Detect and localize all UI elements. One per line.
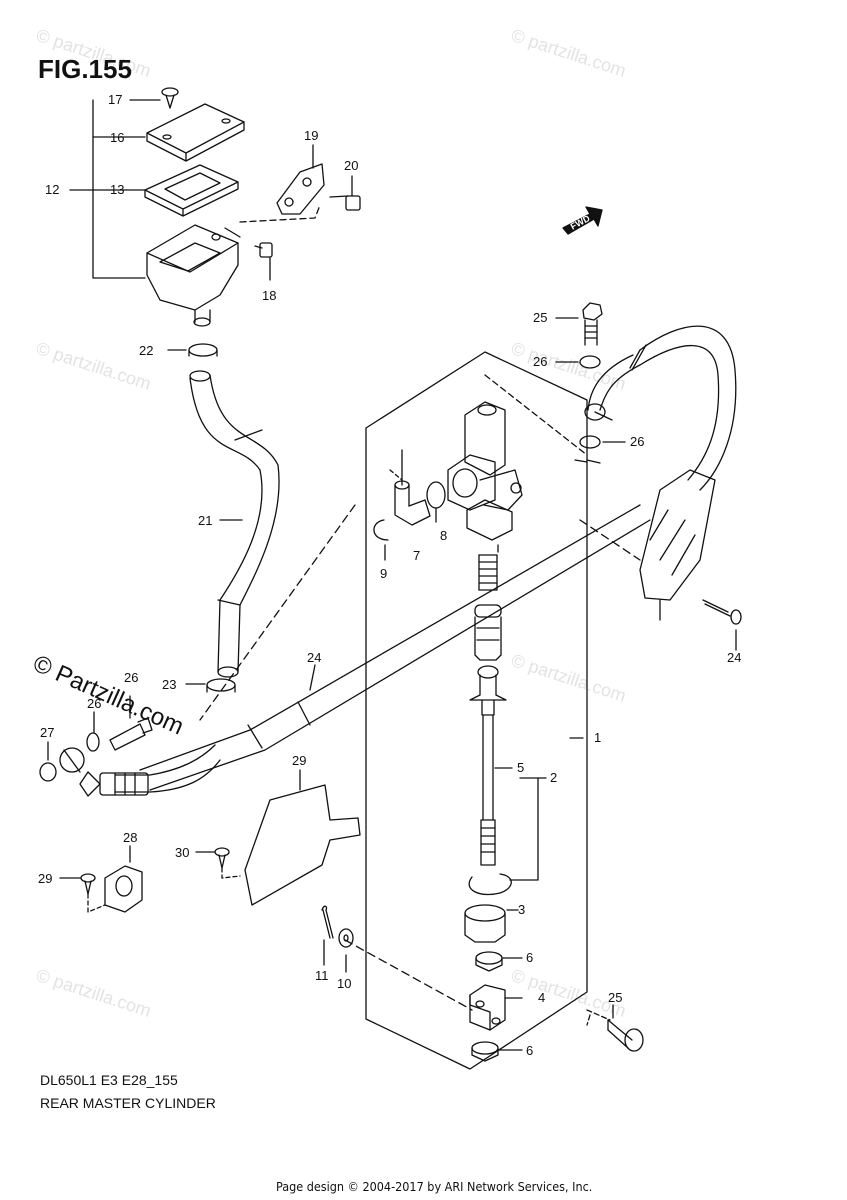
callout-17: 17 bbox=[108, 92, 122, 107]
callout-19: 19 bbox=[304, 128, 318, 143]
callout-15: 13 bbox=[110, 182, 124, 197]
washer-26a-icon bbox=[579, 355, 601, 369]
callout-26a: 26 bbox=[533, 354, 547, 369]
callout-11: 25 bbox=[608, 990, 622, 1005]
reservoir-cap-16-icon bbox=[146, 103, 245, 162]
pin-11-icon bbox=[607, 1004, 644, 1052]
group-bracket-14 bbox=[92, 99, 146, 279]
bracket-19-icon bbox=[276, 144, 325, 215]
bolt-18-icon bbox=[254, 242, 273, 281]
model-code: DL650L1 E3 E28_155 bbox=[40, 1072, 178, 1088]
callout-16: 16 bbox=[110, 130, 124, 145]
boot-3-icon bbox=[464, 904, 506, 943]
circlip-9-icon bbox=[373, 519, 389, 541]
callout-9: 9 bbox=[380, 566, 387, 581]
callout-25b: 26 bbox=[124, 670, 138, 685]
diaphragm-15-icon bbox=[144, 164, 239, 217]
callout-10: 24 bbox=[727, 650, 741, 665]
callout-12: 10 bbox=[337, 976, 351, 991]
clamp-22-icon bbox=[167, 343, 218, 357]
callout-29a: 29 bbox=[38, 871, 52, 886]
clamp-23-icon bbox=[185, 678, 236, 693]
spring-icon bbox=[478, 554, 498, 591]
screw-29a-icon bbox=[80, 873, 96, 895]
bolt-10-icon bbox=[702, 599, 742, 651]
circlip-2-icon bbox=[468, 873, 512, 896]
washer-12-icon bbox=[338, 928, 354, 948]
nut-6b-icon bbox=[471, 1041, 499, 1062]
master-cylinder-body-icon bbox=[447, 401, 523, 553]
callout-26b: 26 bbox=[630, 434, 644, 449]
callout-2: 2 bbox=[550, 770, 557, 785]
figure-title: FIG.155 bbox=[38, 54, 132, 84]
assembly-outline-1 bbox=[365, 351, 588, 1070]
push-rod-5-icon bbox=[469, 665, 507, 866]
fwd-arrow-icon bbox=[562, 206, 603, 235]
brake-hose-24-icon bbox=[79, 504, 651, 797]
banjo-bolt-25a-icon bbox=[582, 302, 603, 346]
hose-guard-30-icon bbox=[639, 469, 716, 621]
clevis-4-icon bbox=[469, 984, 523, 1031]
bolt-20-icon bbox=[329, 195, 361, 211]
screw-17-icon bbox=[161, 87, 179, 109]
callout-23: 23 bbox=[162, 677, 176, 692]
callout-20: 20 bbox=[344, 158, 358, 173]
callout-3: 3 bbox=[518, 902, 525, 917]
washer-26-icon bbox=[39, 762, 57, 782]
callout-18: 18 bbox=[262, 288, 276, 303]
hose-21-icon bbox=[189, 370, 280, 678]
callout-1: 1 bbox=[594, 730, 601, 745]
callout-14: 12 bbox=[45, 182, 59, 197]
callout-5: 5 bbox=[517, 760, 524, 775]
callout-21: 21 bbox=[198, 513, 212, 528]
callout-28: 29 bbox=[292, 753, 306, 768]
banjo-fitting-icon bbox=[59, 717, 153, 773]
diagram-name: REAR MASTER CYLINDER bbox=[40, 1095, 216, 1111]
callout-26c: 26 bbox=[87, 696, 101, 711]
callout-6a: 6 bbox=[526, 950, 533, 965]
reservoir-14-icon bbox=[146, 224, 241, 327]
o-ring-8-icon bbox=[426, 481, 446, 509]
callout-25a: 25 bbox=[533, 310, 547, 325]
callout-29b: 30 bbox=[175, 845, 189, 860]
washer-26b-icon bbox=[579, 435, 601, 449]
callout-26d: 27 bbox=[40, 725, 54, 740]
screw-29b-icon bbox=[214, 847, 230, 869]
hose-joint-7-icon bbox=[394, 449, 431, 526]
page-credit: Page design © 2004-2017 by ARI Network S… bbox=[276, 1179, 593, 1194]
callout-4: 4 bbox=[538, 990, 545, 1005]
piston-icon bbox=[474, 604, 502, 661]
nut-6a-icon bbox=[475, 951, 503, 972]
guard-28-icon bbox=[244, 769, 361, 906]
callout-7: 7 bbox=[413, 548, 420, 563]
callout-13: 11 bbox=[315, 968, 329, 983]
callout-27: 28 bbox=[123, 830, 137, 845]
clamp-27-icon bbox=[104, 845, 143, 913]
callout-22: 22 bbox=[139, 343, 153, 358]
callout-24: 24 bbox=[307, 650, 321, 665]
cotter-pin-13-icon bbox=[321, 905, 334, 966]
brake-line-30-icon bbox=[584, 325, 737, 491]
callout-6b: 6 bbox=[526, 1043, 533, 1058]
callout-8: 8 bbox=[440, 528, 447, 543]
